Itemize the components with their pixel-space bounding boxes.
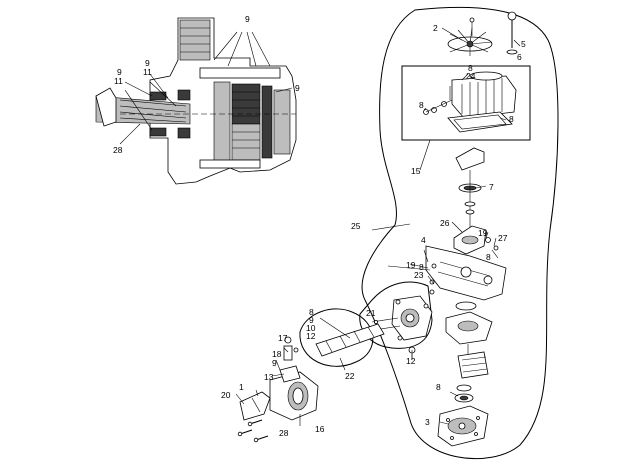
callout-19-b: 19 (406, 260, 416, 270)
callout-12-a: 12 (306, 331, 316, 341)
callout-3: 3 (425, 417, 430, 427)
callout-18: 18 (272, 349, 282, 359)
callout-labels: 9 9 9 11 11 9 28 2 5 6 8 24 8 8 15 7 25 … (113, 14, 526, 438)
callout-11-a: 11 (143, 67, 152, 77)
brake-assembly (237, 336, 319, 443)
callout-9-c: 9 (309, 315, 314, 325)
callout-8-g: 8 (436, 382, 441, 392)
callout-25: 25 (351, 221, 361, 231)
callout-16: 16 (315, 424, 325, 434)
callout-4: 4 (421, 235, 426, 245)
reservoir-box (401, 65, 531, 141)
callout-6: 6 (517, 52, 522, 62)
callout-24: 24 (466, 71, 476, 81)
callout-19-a: 19 (478, 228, 488, 238)
sectional-view (95, 17, 297, 185)
callout-13: 13 (264, 372, 274, 382)
axle-housing (359, 281, 433, 358)
callout-28-top: 28 (113, 145, 123, 155)
callout-21: 21 (366, 308, 376, 318)
callout-22: 22 (345, 371, 355, 381)
fan-assembly (447, 11, 518, 56)
pump-column (453, 147, 499, 255)
callout-5: 5 (521, 39, 526, 49)
callout-23: 23 (414, 270, 424, 280)
callout-28-bottom: 28 (279, 428, 289, 438)
callout-17: 17 (278, 333, 288, 343)
center-housing (409, 245, 507, 301)
callout-10: 10 (306, 323, 316, 333)
callout-8-b: 8 (419, 100, 424, 110)
callout-8-e: 8 (419, 262, 424, 272)
motor-section (437, 301, 493, 447)
callout-8-f: 8 (309, 307, 314, 317)
callout-2: 2 (433, 23, 438, 33)
callout-9-d: 9 (272, 358, 277, 368)
callout-8-c: 8 (509, 114, 514, 124)
assembly-outline (361, 6, 559, 460)
callout-8-d: 8 (486, 252, 491, 262)
callout-11-b: 11 (114, 76, 123, 86)
callout-7: 7 (489, 182, 494, 192)
callout-1: 1 (239, 382, 244, 392)
callout-9-b: 9 (117, 67, 122, 77)
callout-9-right: 9 (295, 83, 300, 93)
callout-9-a: 9 (145, 58, 150, 68)
axle-tube (299, 308, 385, 367)
leader-lines (235, 27, 521, 426)
callout-15: 15 (411, 166, 421, 176)
callout-27: 27 (498, 233, 508, 243)
callout-9-top: 9 (245, 14, 250, 24)
callout-20: 20 (221, 390, 231, 400)
callout-8-a: 8 (468, 63, 473, 73)
callout-26: 26 (440, 218, 450, 228)
callout-12-b: 12 (406, 356, 416, 366)
